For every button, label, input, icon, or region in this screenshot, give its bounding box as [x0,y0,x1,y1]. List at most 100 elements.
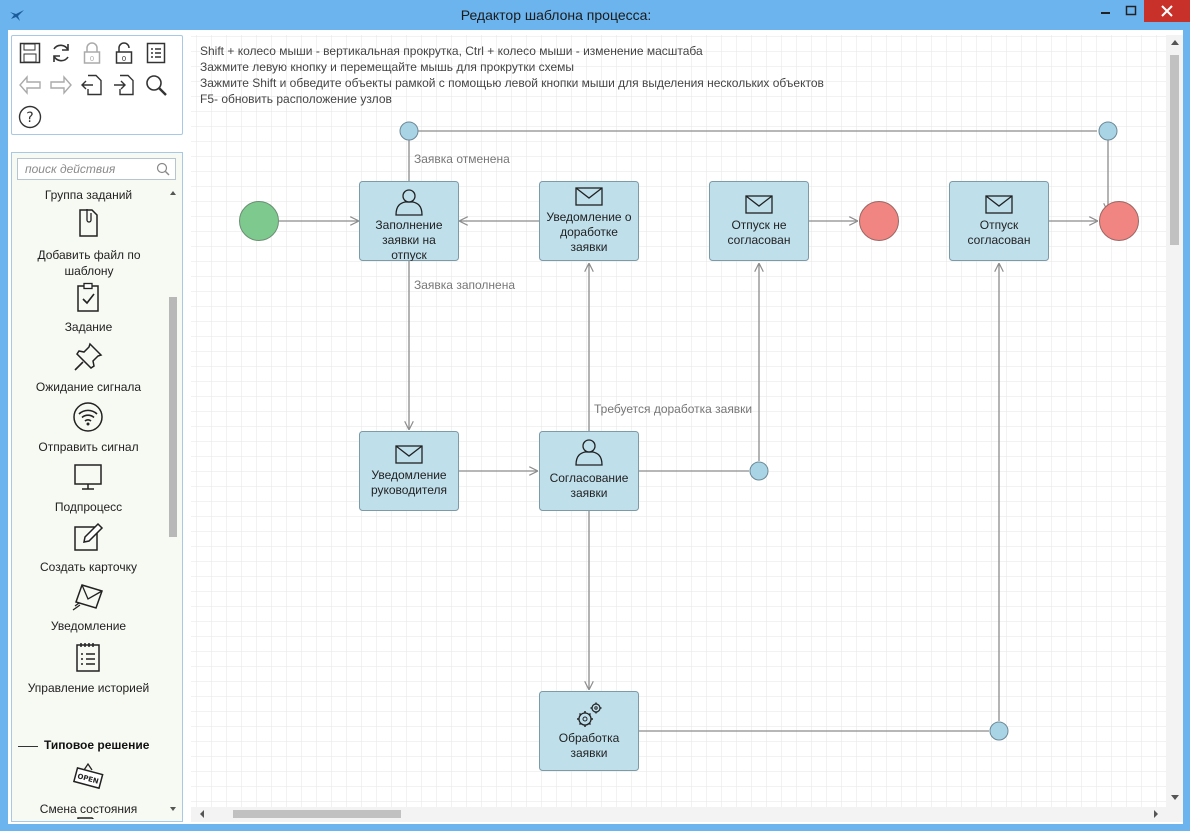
scroll-up-icon[interactable] [1171,40,1179,45]
scroll-down-icon[interactable] [1171,795,1179,800]
node-label: Уведомление о [546,210,632,224]
wifi-signal-icon [73,402,103,432]
junction-node[interactable] [1098,121,1118,141]
user-icon [575,439,603,466]
palette-item-label: Подпроцесс [54,500,123,514]
hint-line: Shift + колесо мыши - вертикальная прокр… [200,44,703,58]
scroll-up-icon[interactable] [170,191,176,195]
search-icon[interactable] [155,161,171,177]
actions-palette: поиск действия Группа заданий Добавить ф… [11,152,183,822]
canvas-vertical-scrollbar[interactable] [1166,35,1183,807]
canvas-vscroll-thumb[interactable] [1170,55,1179,245]
palette-item-change-state[interactable]: OPEN Смена состояния [12,761,165,819]
node-label: Согласование [550,471,629,485]
refresh-icon[interactable] [49,41,73,65]
close-icon [1161,5,1173,17]
node-processing[interactable]: Обработка заявки [539,691,639,771]
node-label: Обработка [559,731,620,745]
end-event[interactable] [1099,201,1139,241]
palette-item-create-card[interactable]: Создать карточку [12,521,165,579]
scroll-right-icon[interactable] [1154,810,1158,818]
hint-line: Зажмите левую кнопку и перемещайте мышь … [200,60,575,74]
close-button[interactable] [1144,0,1190,22]
node-approval[interactable]: Согласование заявки [539,431,639,511]
svg-text:0: 0 [122,55,126,63]
palette-item-send-signal[interactable]: Отправить сигнал [12,401,165,459]
svg-text:0: 0 [90,55,94,63]
palette-item-wait-signal[interactable]: Ожидание сигнала [12,341,165,399]
end-event[interactable] [859,201,899,241]
palette-item-label: Уведомление [50,619,127,633]
save-icon[interactable] [18,41,42,65]
node-fill-request[interactable]: Заполнение заявки на отпуск [359,181,459,263]
app-logo-icon [9,8,25,22]
maximize-icon [1125,5,1137,16]
node-label: руководителя [371,483,447,497]
junction-node[interactable] [989,721,1009,741]
palette-item-label: Создать карточку [40,560,137,574]
help-icon[interactable]: ? [18,105,42,129]
export-icon[interactable] [80,73,104,97]
node-label: Отпуск [980,218,1019,232]
edit-pencil-icon [74,522,104,551]
junction-node[interactable] [399,121,419,141]
node-label: согласован [728,233,791,247]
node-label: Заполнение [375,218,442,232]
section-title: Типовое решение [44,738,150,752]
edge-label-needs-revision: Требуется доработка заявки [594,402,752,416]
lock-disabled-icon[interactable]: 0 [80,41,104,65]
palette-item-task[interactable]: Задание [12,281,165,339]
document-icon [77,817,95,819]
hint-line: Зажмите Shift и обведите объекты рамкой … [200,76,824,90]
palette-item-add-file[interactable]: Добавить файл по шаблону [12,207,165,279]
history-list-icon [76,643,100,672]
palette-item-notification[interactable]: Уведомление [12,581,165,639]
palette-item-subprocess[interactable]: Подпроцесс [12,461,165,519]
palette-item-history[interactable]: Управление историей [12,641,165,701]
junction-node[interactable] [749,461,769,481]
file-clip-icon [79,209,98,237]
canvas-hints: Shift + колесо мыши - вертикальная прокр… [200,43,824,107]
list-icon[interactable] [144,41,168,65]
unlock-icon[interactable]: 0 [112,41,136,65]
scroll-down-icon[interactable] [170,807,176,811]
canvas-horizontal-scrollbar[interactable] [191,807,1183,822]
node-approved[interactable]: Отпуск согласован [949,181,1049,261]
palette-section-header: Типовое решение [12,738,165,754]
palette-item-label: Управление историей [27,681,150,695]
node-label: Отпуск не [731,218,786,232]
minimize-button[interactable] [1091,0,1119,22]
toolbar: 0 0 ? [11,35,183,135]
envelope-icon [745,195,773,214]
gears-icon [577,702,602,727]
palette-item-label: Группа заданий [44,188,133,202]
process-canvas[interactable]: Заполнение заявки на отпуск Уведомление … [191,35,1183,822]
edge-label-filled: Заявка заполнена [414,278,515,292]
palette-item-label: Отправить сигнал [38,440,139,454]
palette-scroll-thumb[interactable] [169,297,177,537]
envelope-icon [575,187,603,206]
node-notify-manager[interactable]: Уведомление руководителя [359,431,459,511]
edge-label-cancelled: Заявка отменена [414,152,510,166]
node-notify-revision[interactable]: Уведомление о доработке заявки [539,181,639,261]
maximize-button[interactable] [1117,0,1145,22]
svg-text:?: ? [26,110,33,126]
pin-icon [74,342,103,371]
node-label: Уведомление [371,468,447,482]
section-divider [18,746,38,747]
start-event[interactable] [239,201,279,241]
canvas-hscroll-thumb[interactable] [233,810,401,818]
zoom-icon[interactable] [144,73,168,97]
node-not-approved[interactable]: Отпуск не согласован [709,181,809,261]
undo-arrow-icon[interactable] [18,73,42,97]
redo-arrow-icon[interactable] [49,73,73,97]
search-placeholder: поиск действия [25,162,116,176]
palette-list: Группа заданий Добавить файл по шаблону … [12,183,165,819]
search-input[interactable]: поиск действия [17,158,176,180]
node-label: заявки на [382,233,436,247]
scroll-left-icon[interactable] [200,810,204,818]
palette-scrollbar[interactable] [166,183,180,819]
import-icon[interactable] [112,73,136,97]
palette-item-label: Ожидание сигнала [35,380,142,394]
